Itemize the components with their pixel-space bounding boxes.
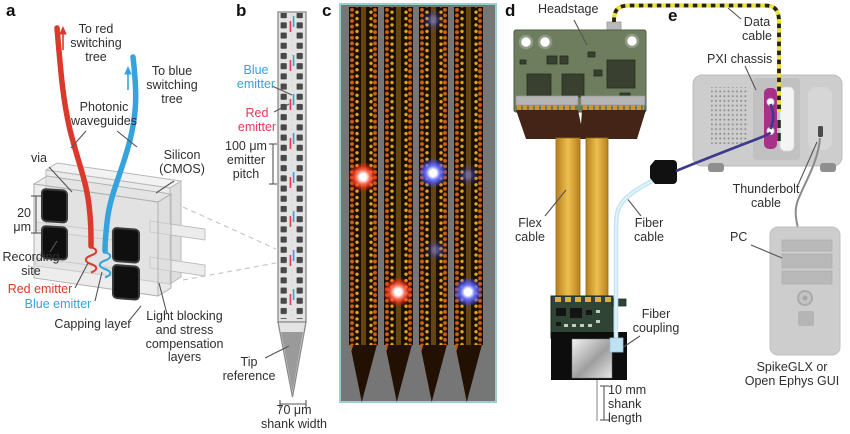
label-to-red-switching-tree: To red switching tree xyxy=(70,22,122,64)
label-light-blocking-layers: Light blocking and stress compensation l… xyxy=(145,309,224,365)
label-data-cable: Data cable xyxy=(742,15,772,43)
headstage-assembly xyxy=(513,19,647,421)
red-waveguide xyxy=(54,25,94,249)
panel-letter-c: c xyxy=(322,1,332,20)
recording-site-column-left xyxy=(280,13,288,319)
faint-blue-emitter-glow xyxy=(456,163,480,187)
label-red-emitter-a: Red emitter xyxy=(7,282,73,296)
flex-cables xyxy=(555,137,609,299)
shank-tip-photo xyxy=(420,345,447,402)
label-recording-site: Recording site xyxy=(2,250,60,278)
probe-shank-schematic xyxy=(264,11,307,408)
coupling-mirror xyxy=(571,338,613,379)
fiber-coupling-ferrule xyxy=(609,337,624,353)
acquisition-system xyxy=(609,3,843,356)
zoom-connector-lines xyxy=(182,206,277,281)
panel-b-leader-lines xyxy=(264,85,293,359)
chassis-foot xyxy=(820,163,836,172)
shank-length-bracket xyxy=(600,385,609,421)
label-thunderbolt-cable: Thunderbolt cable xyxy=(732,182,800,210)
red-emitter-glow xyxy=(383,277,413,307)
fluorescence-image xyxy=(339,3,497,403)
thunderbolt-cable xyxy=(794,137,821,229)
chassis-controller-door xyxy=(808,87,832,150)
recording-site-column-right xyxy=(296,13,304,319)
label-fiber-coupling: Fiber coupling xyxy=(632,307,680,335)
headstage-connectors xyxy=(515,95,646,112)
scale-bracket-20um xyxy=(31,195,41,234)
shank-tip-photo xyxy=(385,345,412,402)
drive-bay xyxy=(781,253,833,269)
label-pc: PC xyxy=(730,230,748,244)
label-shank-length: 10 mm shank length xyxy=(608,383,647,425)
panel-letter-b: b xyxy=(236,1,247,20)
vent-grid xyxy=(711,87,748,144)
label-flex-cable: Flex cable xyxy=(515,216,545,244)
label-via: via xyxy=(31,151,47,165)
pxi-card-magenta xyxy=(764,88,777,149)
label-blue-emitter-b: Blue emitter xyxy=(236,63,276,91)
blue-emitter-coil xyxy=(98,251,112,279)
shank-tip-photo xyxy=(350,345,377,402)
red-emitter-coil xyxy=(84,246,98,274)
shank-tip-photo xyxy=(455,345,482,402)
shank-width-bracket xyxy=(279,400,307,408)
pxi-chassis xyxy=(692,74,843,172)
drive-bay xyxy=(781,270,833,285)
label-scale-20um: 20 μm xyxy=(13,206,31,234)
label-red-emitter-b: Red emitter xyxy=(237,106,277,134)
blue-waveguide xyxy=(102,54,139,254)
label-pxi-chassis: PXI chassis xyxy=(707,52,773,66)
label-capping-layer: Capping layer xyxy=(54,317,132,331)
red-emitter-glow xyxy=(348,162,378,192)
label-to-blue-switching-tree: To blue switching tree xyxy=(146,64,198,106)
headstage-chips xyxy=(519,51,636,99)
chassis-fiber-cable xyxy=(675,103,775,173)
label-silicon-cmos: Silicon (CMOS) xyxy=(159,148,205,176)
blue-arrow-up-icon xyxy=(124,66,132,90)
red-arrow-up-icon xyxy=(59,26,67,50)
recording-sites xyxy=(41,188,140,301)
label-tip-reference: Tip reference xyxy=(222,355,276,383)
faint-blue-emitter-glow xyxy=(424,238,448,262)
blue-emitter-glow xyxy=(418,158,448,188)
label-fiber-cable: Fiber cable xyxy=(634,216,664,244)
emitter-pairs xyxy=(289,16,295,305)
label-emitter-pitch: 100 μm emitter pitch xyxy=(225,139,267,181)
thunderbolt-port xyxy=(818,126,823,137)
label-headstage: Headstage xyxy=(538,2,599,16)
panel-letter-a: a xyxy=(6,1,16,20)
data-cable xyxy=(611,3,782,141)
chassis-foot xyxy=(708,163,724,172)
blue-emitter-glow xyxy=(453,277,483,307)
panel-a-leader-lines xyxy=(48,130,175,323)
flex-connectors xyxy=(516,110,646,139)
probe-base-pcb xyxy=(550,295,627,339)
pitch-bracket xyxy=(269,143,277,185)
label-photonic-waveguides: Photonic waveguides xyxy=(70,100,137,128)
panel-e-leader-lines xyxy=(727,7,818,259)
pc-square-button xyxy=(798,311,814,326)
panel-d-leader-lines xyxy=(544,19,642,349)
probe-3d-schematic xyxy=(31,25,277,323)
panel-letter-e: e xyxy=(668,6,678,25)
drive-bay xyxy=(781,239,833,252)
label-software-gui: SpikeGLX or Open Ephys GUI xyxy=(744,360,840,388)
fiber-interface-connector xyxy=(650,160,677,184)
pc-tower xyxy=(769,226,841,356)
label-blue-emitter-a: Blue emitter xyxy=(24,297,92,311)
headstage-mounting-holes xyxy=(518,33,640,50)
faint-blue-emitter-glow xyxy=(421,8,445,32)
pxi-card-white xyxy=(779,86,795,152)
panel-letter-d: d xyxy=(505,1,516,20)
label-shank-width: 70 μm shank width xyxy=(260,403,327,431)
tip-reference-area xyxy=(281,332,303,392)
